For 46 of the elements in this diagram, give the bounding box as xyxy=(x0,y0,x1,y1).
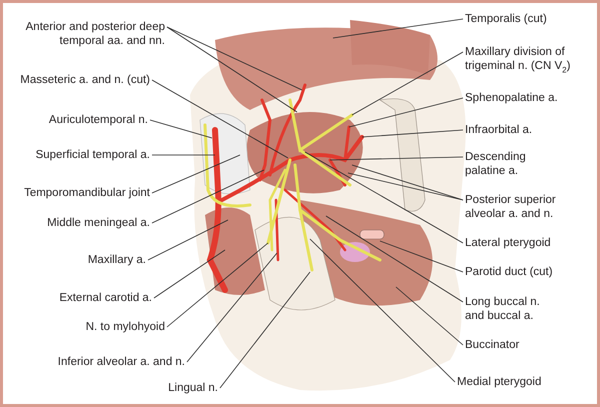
leader-line xyxy=(186,252,278,362)
leader-line xyxy=(152,80,288,158)
anatomy-label: Descending palatine a. xyxy=(465,150,545,178)
leader-line xyxy=(154,250,226,298)
anatomy-label: Auriculotemporal n. xyxy=(48,113,148,127)
anatomy-label: Lateral pterygoid xyxy=(465,236,551,250)
leader-line xyxy=(352,52,464,116)
leader-line xyxy=(304,152,464,244)
leader-line xyxy=(150,120,212,138)
leader-line xyxy=(152,170,264,224)
leader-line xyxy=(152,154,240,194)
anatomy-label: Temporomandibular joint xyxy=(24,186,150,200)
anatomy-label: Temporalis (cut) xyxy=(465,12,547,26)
anatomy-label: N. to mylohyoid xyxy=(86,320,165,334)
leader-line xyxy=(166,26,302,90)
leader-line xyxy=(310,238,456,382)
anatomy-label: Inferior alveolar a. and n. xyxy=(58,355,185,369)
anatomy-label: Buccinator xyxy=(465,338,520,352)
anatomy-label: Long buccal n. and buccal a. xyxy=(465,295,555,323)
anatomy-label: Infraorbital a. xyxy=(465,123,532,137)
leader-line xyxy=(362,130,464,138)
anatomy-label: Posterior superior alveolar a. and n. xyxy=(465,193,570,221)
leader-line xyxy=(326,216,464,302)
leader-line xyxy=(380,240,464,272)
anatomy-label: External carotid a. xyxy=(59,291,152,305)
leader-line xyxy=(220,272,310,388)
anatomy-label: Superficial temporal a. xyxy=(36,148,150,162)
leader-line xyxy=(332,18,464,38)
anatomy-label: Sphenopalatine a. xyxy=(465,91,558,105)
anatomy-label: Anterior and posterior deep temporal aa. and nn. xyxy=(15,20,165,48)
leader-line xyxy=(166,26,298,112)
anatomy-label: Maxillary a. xyxy=(88,253,146,267)
leader-line xyxy=(330,156,464,160)
anatomy-label: Maxillary division of trigeminal n. (CN V$_{2}$) xyxy=(465,45,600,73)
leader-line xyxy=(166,242,268,328)
anatomy-label: Parotid duct (cut) xyxy=(465,265,553,279)
leader-line xyxy=(348,98,464,128)
leader-line xyxy=(148,220,228,260)
leader-line xyxy=(152,154,216,156)
anatomy-label: Lingual n. xyxy=(168,381,218,395)
leader-line xyxy=(352,164,464,200)
leader-line xyxy=(348,172,464,200)
anatomy-label: Masseteric a. and n. (cut) xyxy=(20,73,150,87)
leader-line xyxy=(396,286,464,346)
anatomy-label: Middle meningeal a. xyxy=(47,216,150,230)
anatomy-label: Medial pterygoid xyxy=(457,375,542,389)
